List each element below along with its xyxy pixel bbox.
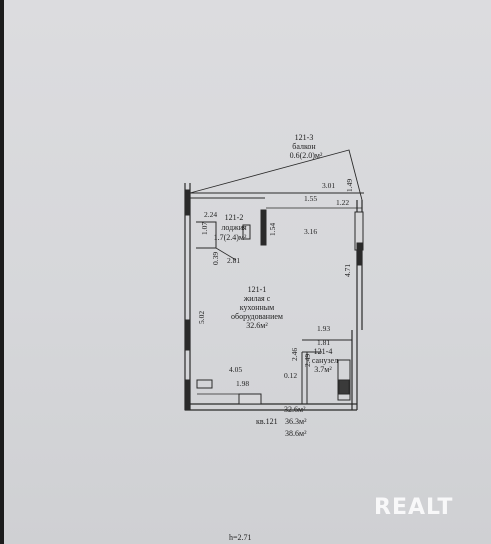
dim-1-22: 1.22 <box>336 198 349 207</box>
dim-3-01: 3.01 <box>322 181 335 190</box>
door-block <box>238 393 262 405</box>
bathroom-name: санузел <box>312 356 338 365</box>
bathroom-fixture <box>338 379 350 395</box>
bathroom-walls <box>301 339 352 404</box>
dim-1-98: 1.98 <box>236 379 249 388</box>
bathroom-area: 3.7м² <box>314 365 332 374</box>
dim-1-07: 1.07 <box>200 222 209 235</box>
dim-2-49: 2.49 <box>303 354 312 367</box>
living-code: 121-1 <box>248 285 267 294</box>
dim-4-71: 4.71 <box>343 264 352 277</box>
top-wall <box>190 192 364 199</box>
loggia-counter <box>242 224 251 240</box>
realt-watermark: REALT <box>374 495 454 520</box>
dim-1-55: 1.55 <box>304 194 317 203</box>
balcony-name: балкон <box>292 142 316 151</box>
bathroom-code: 121-4 <box>314 347 333 356</box>
dim-0-39: 0.39 <box>211 252 220 265</box>
loggia-area: 1.7(2.4)м² <box>214 233 247 242</box>
apartment-label: кв.121 <box>256 417 278 426</box>
bathtub <box>337 359 351 401</box>
dim-2-24: 2.24 <box>204 210 217 219</box>
balcony-code: 121-3 <box>295 133 314 142</box>
dim-1-54: 1.54 <box>268 223 277 236</box>
dim-1-81: 1.81 <box>317 338 330 347</box>
loggia-wall <box>260 209 267 246</box>
floor-plan-drawing: 121-3 балкон 0.6(2.0)м² 121-2 лоджия 1.7… <box>184 133 364 542</box>
dim-4-05: 4.05 <box>229 365 242 374</box>
floor-plan-sheet: 121-3 балкон 0.6(2.0)м² 121-2 лоджия 1.7… <box>4 0 491 544</box>
dim-1-93: 1.93 <box>317 324 330 333</box>
loggia-partition <box>196 221 217 249</box>
dim-0-12: 0.12 <box>284 371 297 380</box>
total-living-area: 32.6м² <box>284 405 306 414</box>
dim-1-49: 1.49 <box>345 179 354 192</box>
total-area: 36.3м² <box>285 417 307 426</box>
living-name-line-2: кухонным <box>240 303 274 312</box>
ceiling-height: h=2.71 <box>229 533 252 542</box>
dim-5-02: 5.02 <box>197 311 206 324</box>
living-name-line-1: жилая с <box>243 294 271 303</box>
living-area: 32.6м² <box>246 321 268 330</box>
left-wall <box>184 183 191 410</box>
balcony-area: 0.6(2.0)м² <box>290 151 323 160</box>
dim-3-16: 3.16 <box>304 227 317 236</box>
balcony-dimension <box>266 200 363 209</box>
loggia-code: 121-2 <box>225 213 244 222</box>
dim-2-81: 2.81 <box>227 256 240 265</box>
total-with-balcony: 38.6м² <box>285 429 307 438</box>
living-name-line-3: оборудованием <box>231 312 283 321</box>
loggia-name: лоджия <box>221 223 247 232</box>
bottom-wall <box>185 403 357 411</box>
dim-2-46: 2.46 <box>290 348 299 361</box>
entry-block <box>196 379 213 389</box>
balcony-edge <box>189 149 363 201</box>
loggia-bottom <box>215 247 237 261</box>
